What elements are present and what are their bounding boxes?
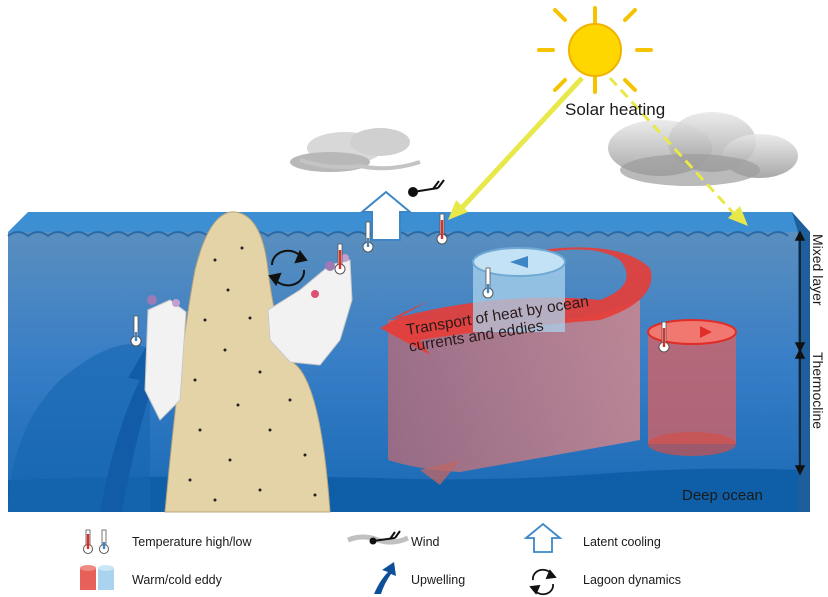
legend-wind: Wind [411,535,440,549]
thermometer-icon [334,243,346,275]
thermometer-icon [130,315,142,347]
latent-cooling-arrow [359,190,413,241]
lagoon-dynamics-icon [268,249,308,287]
sun-icon [537,6,653,94]
legend-lagoon: Lagoon dynamics [583,573,681,587]
depth-bracket [794,230,806,476]
cloud-left [290,128,421,172]
legend-lagoon-icon [529,568,557,596]
coral-reef-left [144,295,187,421]
legend-latent-cooling: Latent cooling [583,535,661,549]
thermometer-icon [436,213,448,245]
warm-eddy [647,319,737,456]
solar-rays [448,76,748,226]
deep-ocean-label: Deep ocean [682,487,763,504]
thermometer-icon [482,267,494,299]
legend-temperature: Temperature high/low [132,535,252,549]
legend-eddy: Warm/cold eddy [132,573,222,587]
thermometer-icon [362,221,374,253]
legend-upwelling: Upwelling [411,573,466,587]
legend-latent-cooling-icon [523,522,563,553]
solar-heating-label: Solar heating [565,100,666,119]
thermocline-label-wrap: Thermocline [808,352,828,472]
legend-wind-icon [347,530,410,545]
legend-eddy-icons [80,565,114,590]
thermometer-icon [658,321,670,353]
mixed-layer-label-wrap: Mixed layer [808,234,828,344]
mixed-layer-label: Mixed layer [810,234,826,306]
wind-icon [408,179,445,197]
legend-upwelling-icon [374,562,396,594]
thermocline-label: Thermocline [810,352,826,430]
coral-reef-right [267,254,353,366]
legend-thermometer-icons [83,529,109,554]
cloud-right [608,112,798,186]
